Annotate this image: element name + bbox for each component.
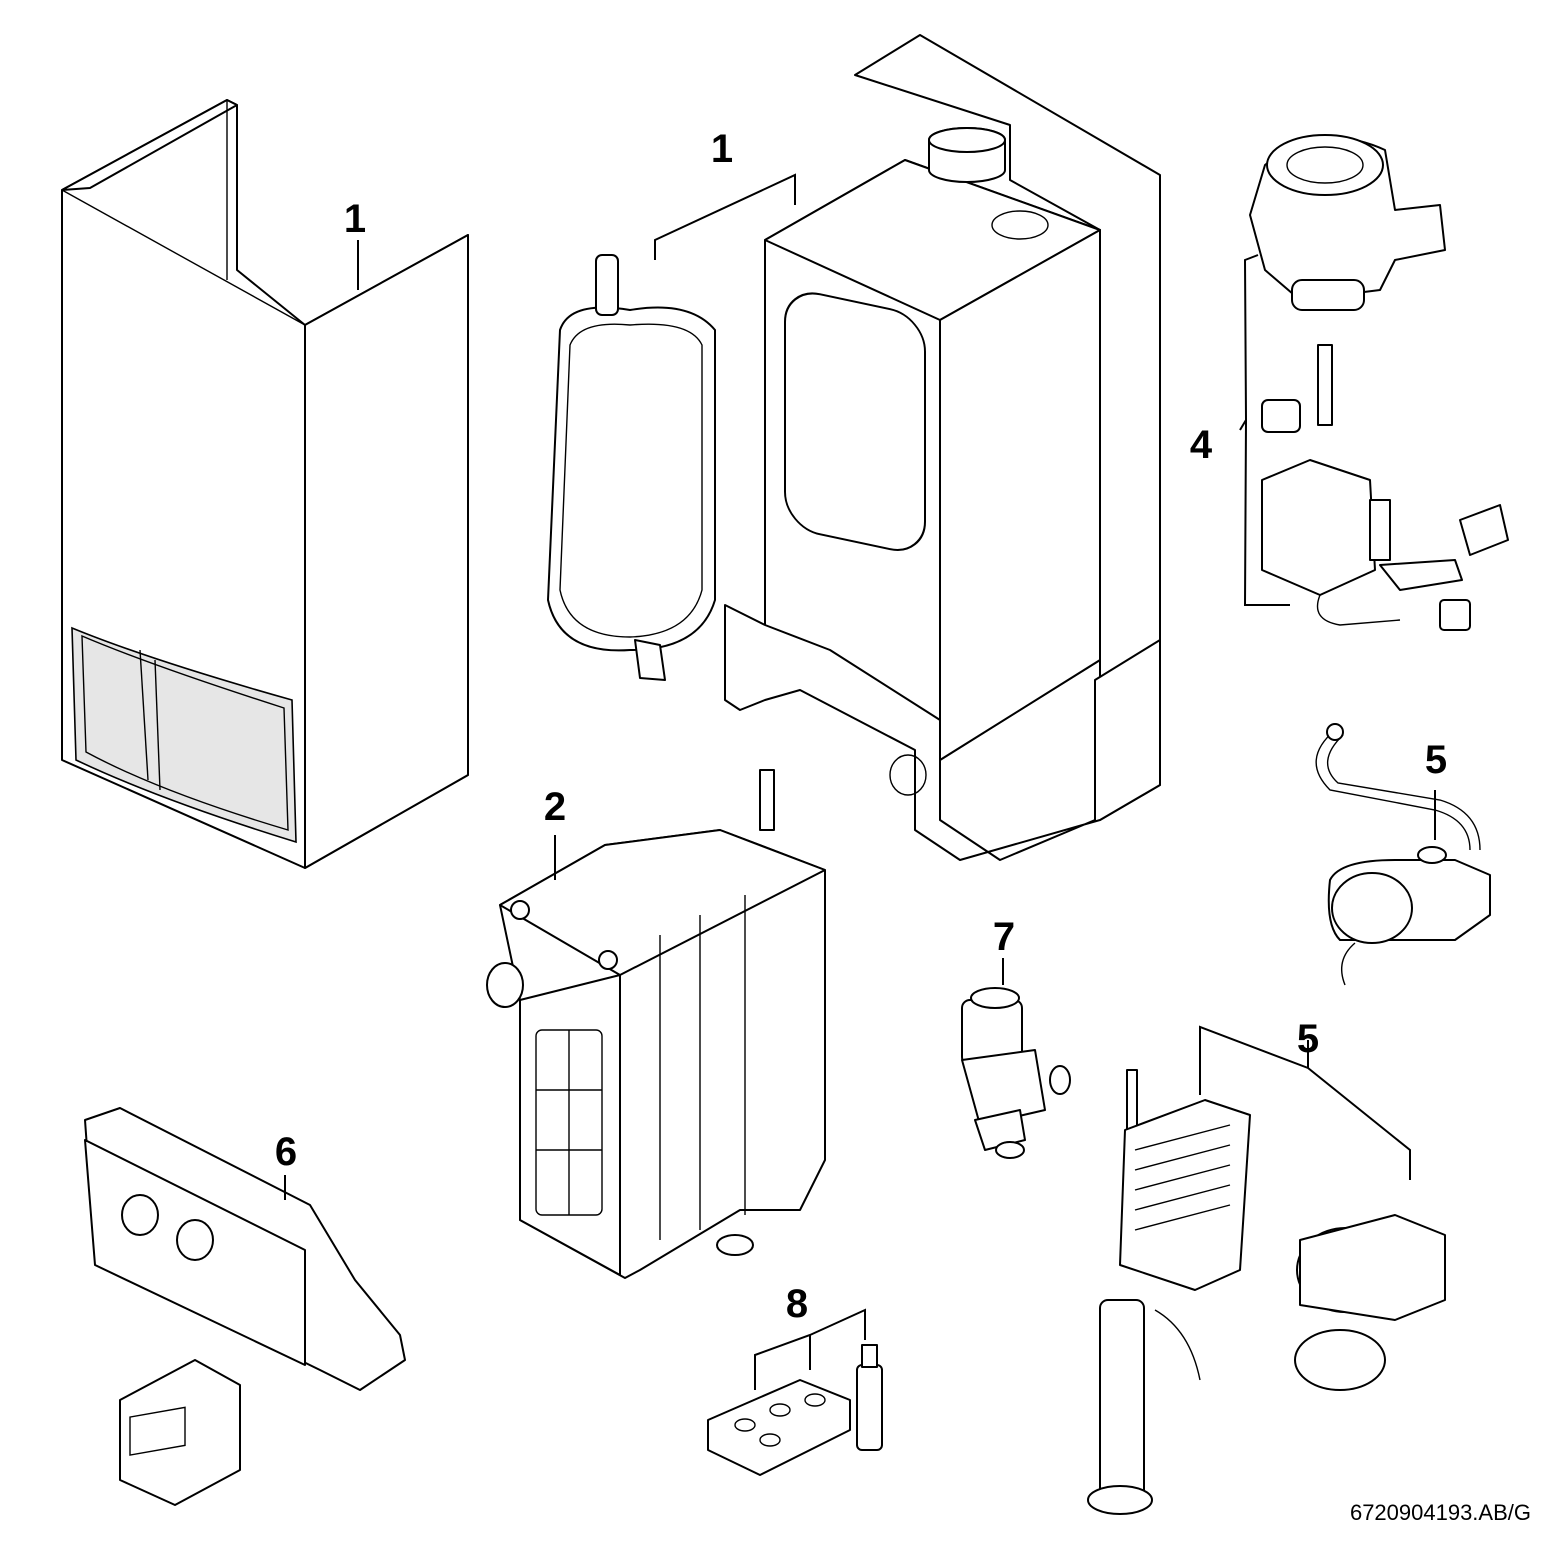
- heat-exchanger-part: [486, 769, 826, 1279]
- callout-1b: 1: [711, 127, 733, 171]
- callout-2: 2: [544, 785, 566, 829]
- pump-part-upper: [1315, 723, 1491, 986]
- callout-8: 8: [786, 1282, 808, 1326]
- expansion-vessel-part: [547, 254, 716, 681]
- callout-labels: 1 1 2 4 5 5 6 7 8: [275, 127, 1447, 1326]
- hydraulic-block-part: [1087, 1025, 1446, 1515]
- callout-6: 6: [275, 1130, 297, 1174]
- callout-4: 4: [1190, 423, 1213, 467]
- front-casing-part: [61, 99, 469, 869]
- diverter-valve-part: [961, 958, 1071, 1159]
- callout-7: 7: [993, 915, 1015, 959]
- rear-frame-part: [654, 34, 1161, 861]
- callout-leaders: [284, 240, 1436, 1200]
- callout-1a: 1: [344, 197, 366, 241]
- fan-gas-valve-part: [1239, 134, 1509, 631]
- callout-5b: 5: [1297, 1017, 1319, 1061]
- control-unit-part: [84, 1107, 406, 1506]
- callout-5a: 5: [1425, 738, 1447, 782]
- seal-kit-part: [707, 1308, 883, 1476]
- document-code: 6720904193.AB/G: [1349, 1500, 1531, 1525]
